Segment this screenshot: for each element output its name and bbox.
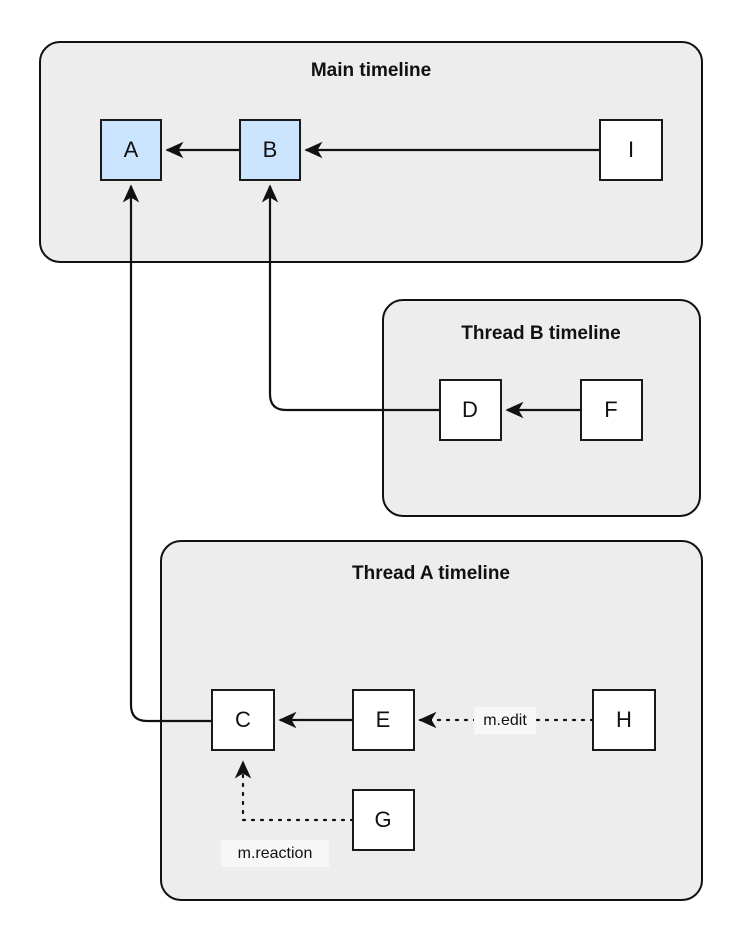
node-i[interactable]: I bbox=[599, 119, 663, 181]
node-g-box[interactable] bbox=[352, 789, 415, 851]
node-e[interactable]: E bbox=[352, 689, 415, 751]
node-a-box[interactable] bbox=[100, 119, 162, 181]
group-main-timeline: Main timeline bbox=[39, 41, 703, 263]
node-g[interactable]: G bbox=[352, 789, 415, 851]
edge-g-to-c bbox=[234, 760, 355, 822]
node-c-box[interactable] bbox=[211, 689, 275, 751]
node-g-label: G bbox=[374, 807, 391, 832]
node-e-box[interactable] bbox=[352, 689, 415, 751]
node-e-label: E bbox=[376, 707, 391, 732]
node-i-label: I bbox=[628, 137, 634, 162]
node-d-label: D bbox=[462, 397, 478, 422]
edge-label-m-edit: m.edit bbox=[474, 707, 536, 734]
edge-label-m-edit-bg bbox=[474, 707, 536, 734]
node-a-label: A bbox=[124, 137, 139, 162]
node-b-box[interactable] bbox=[239, 119, 301, 181]
node-h[interactable]: H bbox=[592, 689, 656, 751]
node-f-box[interactable] bbox=[580, 379, 643, 441]
edge-label-m-reaction-text: m.reaction bbox=[238, 845, 313, 862]
node-f-label: F bbox=[604, 397, 617, 422]
group-main-timeline-title: Main timeline bbox=[311, 60, 431, 81]
node-c[interactable]: C bbox=[211, 689, 275, 751]
node-f[interactable]: F bbox=[580, 379, 643, 441]
node-c-label: C bbox=[235, 707, 251, 732]
group-thread-b-timeline: Thread B timeline bbox=[382, 299, 701, 517]
edge-d-to-b bbox=[261, 184, 440, 412]
group-thread-b-timeline-box bbox=[382, 299, 701, 517]
group-thread-a-timeline-title: Thread A timeline bbox=[352, 563, 510, 584]
edge-label-m-reaction: m.reaction bbox=[221, 840, 329, 867]
node-d-box[interactable] bbox=[439, 379, 502, 441]
node-b[interactable]: B bbox=[239, 119, 301, 181]
node-a[interactable]: A bbox=[100, 119, 162, 181]
node-b-label: B bbox=[263, 137, 278, 162]
node-i-box[interactable] bbox=[599, 119, 663, 181]
group-main-timeline-box bbox=[39, 41, 703, 263]
group-thread-b-timeline-title: Thread B timeline bbox=[461, 323, 620, 344]
node-d[interactable]: D bbox=[439, 379, 502, 441]
edge-c-to-a bbox=[122, 184, 212, 723]
node-h-label: H bbox=[616, 707, 632, 732]
edge-label-m-reaction-bg bbox=[221, 840, 329, 867]
edge-label-m-edit-text: m.edit bbox=[483, 712, 527, 729]
node-h-box[interactable] bbox=[592, 689, 656, 751]
